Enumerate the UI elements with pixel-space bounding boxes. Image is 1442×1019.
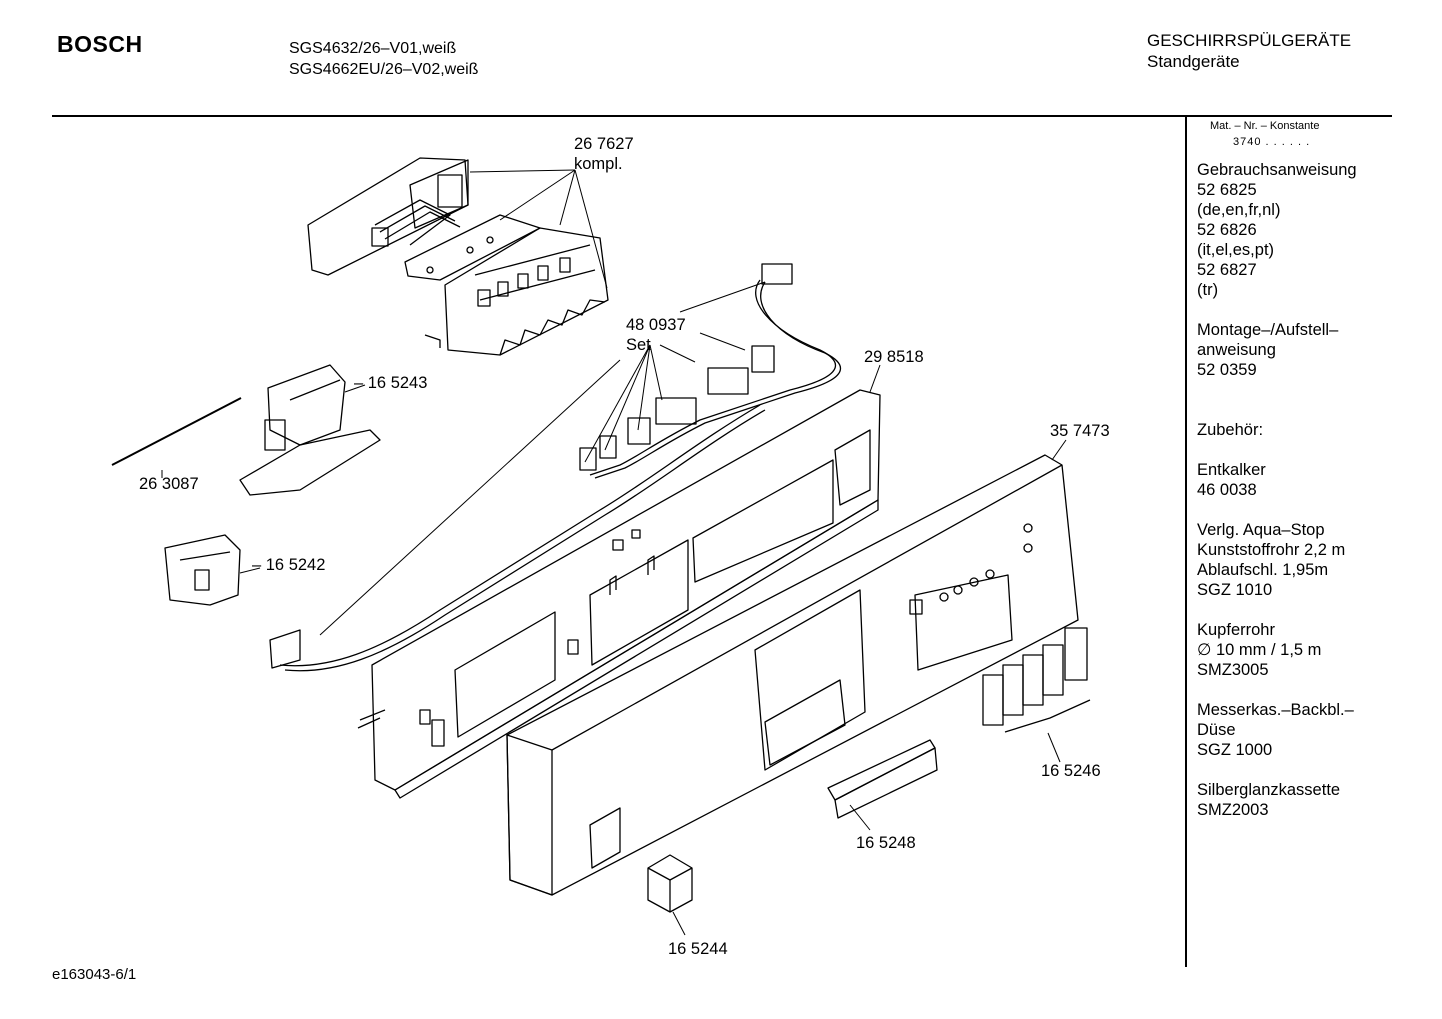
electronic-module-part [307,157,609,356]
leader-lines [161,169,1067,936]
info-line: Verlg. Aqua–Stop [1197,521,1325,539]
drawing-code: e163043-6/1 [52,966,137,983]
info-line: Silberglanzkassette [1197,781,1341,799]
info-line: 46 0038 [1197,481,1257,499]
cap-part [647,854,693,913]
button-set-part [982,627,1091,733]
copper-pipe-block: Kupferrohr ∅ 10 mm / 1,5 m SMZ3005 [1197,620,1397,680]
part-note-kompl: kompl. [574,155,623,173]
installation-block: Montage–/Aufstell– anweisung 52 0359 [1197,320,1397,380]
part-label-165246: 16 5246 [1041,762,1101,780]
info-line: Montage–/Aufstell– [1197,321,1339,339]
info-line: Zubehör: [1197,421,1264,439]
info-line: ∅ 10 mm / 1,5 m [1197,641,1322,659]
part-label-298518: 29 8518 [864,348,924,366]
info-line: Messerkas.–Backbl.– [1197,701,1354,719]
info-line: 52 0359 [1197,361,1257,379]
info-line: anweisung [1197,341,1276,359]
info-line: SGZ 1010 [1197,581,1273,599]
part-label-480937: 48 0937 [626,316,686,334]
fascia-panel-part [506,454,1079,896]
part-label-267627: 26 7627 [574,135,634,153]
info-line: Ablaufschl. 1,95m [1197,561,1329,579]
info-line: (it,el,es,pt) [1197,241,1275,259]
part-label-357473: 35 7473 [1050,422,1110,440]
info-line: SGZ 1000 [1197,741,1273,759]
info-line: 52 6826 [1197,221,1257,239]
info-line: SMZ2003 [1197,801,1269,819]
part-label-165248: 16 5248 [856,834,916,852]
manual-block: Gebrauchsanweisung 52 6825 (de,en,fr,nl)… [1197,160,1397,300]
model-line-2: SGS4662EU/26–V02,weiß [289,61,479,78]
sidebar-info: Gebrauchsanweisung 52 6825 (de,en,fr,nl)… [1197,160,1397,840]
model-line-1: SGS4632/26–V01,weiß [289,40,457,57]
header-rule [52,115,1392,117]
mat-nr-header: Mat. – Nr. – Konstante [1210,120,1320,132]
info-line: 52 6827 [1197,261,1257,279]
descaler-block: Entkalker 46 0038 [1197,460,1397,500]
info-line: 52 6825 [1197,181,1257,199]
part-label-165242: – 16 5242 [252,556,325,574]
category-subtitle: Standgeräte [1147,52,1240,71]
door-switch-part [239,364,381,496]
nozzle-block: Messerkas.–Backbl.– Düse SGZ 1000 [1197,700,1397,760]
part-label-263087: 26 3087 [139,475,199,493]
info-line: Düse [1197,721,1236,739]
info-line: SMZ3005 [1197,661,1269,679]
info-line: Kunststoffrohr 2,2 m [1197,541,1346,559]
part-label-165243: – 16 5243 [354,374,427,392]
info-line: (de,en,fr,nl) [1197,201,1281,219]
switch-part [164,534,241,606]
category-title: GESCHIRRSPÜLGERÄTE [1147,31,1352,50]
accessories-block: Zubehör: [1197,400,1397,440]
info-line: Kupferrohr [1197,621,1275,639]
info-line: (tr) [1197,281,1219,299]
aqua-stop-block: Verlg. Aqua–Stop Kunststoffrohr 2,2 m Ab… [1197,520,1397,600]
part-label-165244: 16 5244 [668,940,728,958]
silver-cassette-block: Silberglanzkassette SMZ2003 [1197,780,1397,820]
cable-set-part [269,263,842,672]
cover-strip-part [827,739,938,819]
brand-logo: BOSCH [57,31,143,57]
info-line: Gebrauchsanweisung [1197,161,1357,179]
mat-nr-value: 3740 . . . . . . [1233,136,1311,148]
info-line: Entkalker [1197,461,1266,479]
sidebar-rule [1185,117,1187,967]
rod-part [111,397,242,466]
part-note-set: Set [626,336,651,354]
control-panel-frame-part [357,389,881,799]
